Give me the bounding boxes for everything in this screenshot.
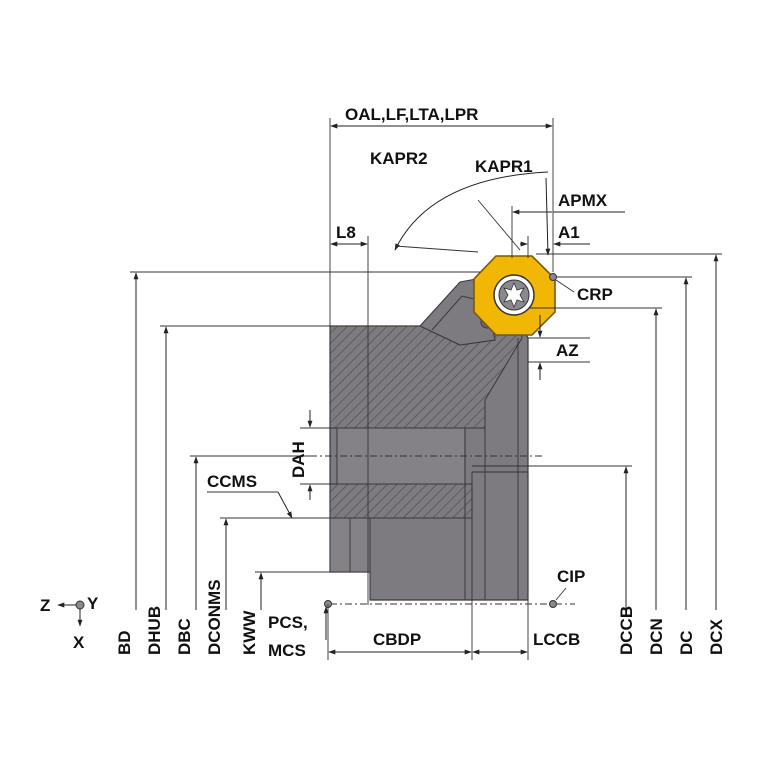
center-lines <box>310 455 575 605</box>
label-ccms: CCMS <box>207 472 257 491</box>
crp-point <box>549 273 557 281</box>
left-dimensions: BD DHUB DBC CCMS DCONMS KWW DAH <box>115 271 480 655</box>
bottom-dimensions: PCS, MCS CBDP CIP LCCB <box>268 567 585 660</box>
label-dhub: DHUB <box>145 606 164 655</box>
right-dimensions: DCCB DCN DC DCX <box>472 253 726 655</box>
label-dccb: DCCB <box>617 606 636 655</box>
label-kww: KWW <box>240 610 259 655</box>
label-lccb: LCCB <box>533 630 580 649</box>
label-cip: CIP <box>557 567 585 586</box>
body-hatched-lower <box>329 483 473 519</box>
label-dcn: DCN <box>647 618 666 655</box>
label-az: AZ <box>556 341 579 360</box>
label-oal: OAL,LF,LTA,LPR <box>345 105 478 124</box>
label-dcx: DCX <box>707 618 726 655</box>
axis-y-label: Y <box>87 594 99 613</box>
label-kapr1: KAPR1 <box>475 157 533 176</box>
label-dc: DC <box>677 630 696 655</box>
label-bd: BD <box>115 630 134 655</box>
label-mcs: MCS <box>268 641 306 660</box>
label-kapr2: KAPR2 <box>370 149 428 168</box>
label-crp: CRP <box>577 285 613 304</box>
label-dconms: DCONMS <box>205 579 224 655</box>
tool-body <box>329 325 529 601</box>
label-apmx: APMX <box>558 191 608 210</box>
axis-z-label: Z <box>40 596 50 615</box>
top-dimensions: OAL,LF,LTA,LPR KAPR2 KAPR1 APMX A1 L8 <box>329 105 625 605</box>
label-a1: A1 <box>558 223 580 242</box>
right-callouts: CRP AZ <box>528 273 613 380</box>
axis-x-label: X <box>73 633 85 652</box>
label-dah: DAH <box>289 441 308 478</box>
label-dbc: DBC <box>175 618 194 655</box>
coordinate-axes: Z Y X <box>40 594 99 652</box>
cutting-insert <box>473 255 556 336</box>
label-pcs: PCS, <box>268 613 308 632</box>
label-cbdp: CBDP <box>373 630 421 649</box>
label-l8: L8 <box>336 223 356 242</box>
cip-point <box>549 600 557 608</box>
